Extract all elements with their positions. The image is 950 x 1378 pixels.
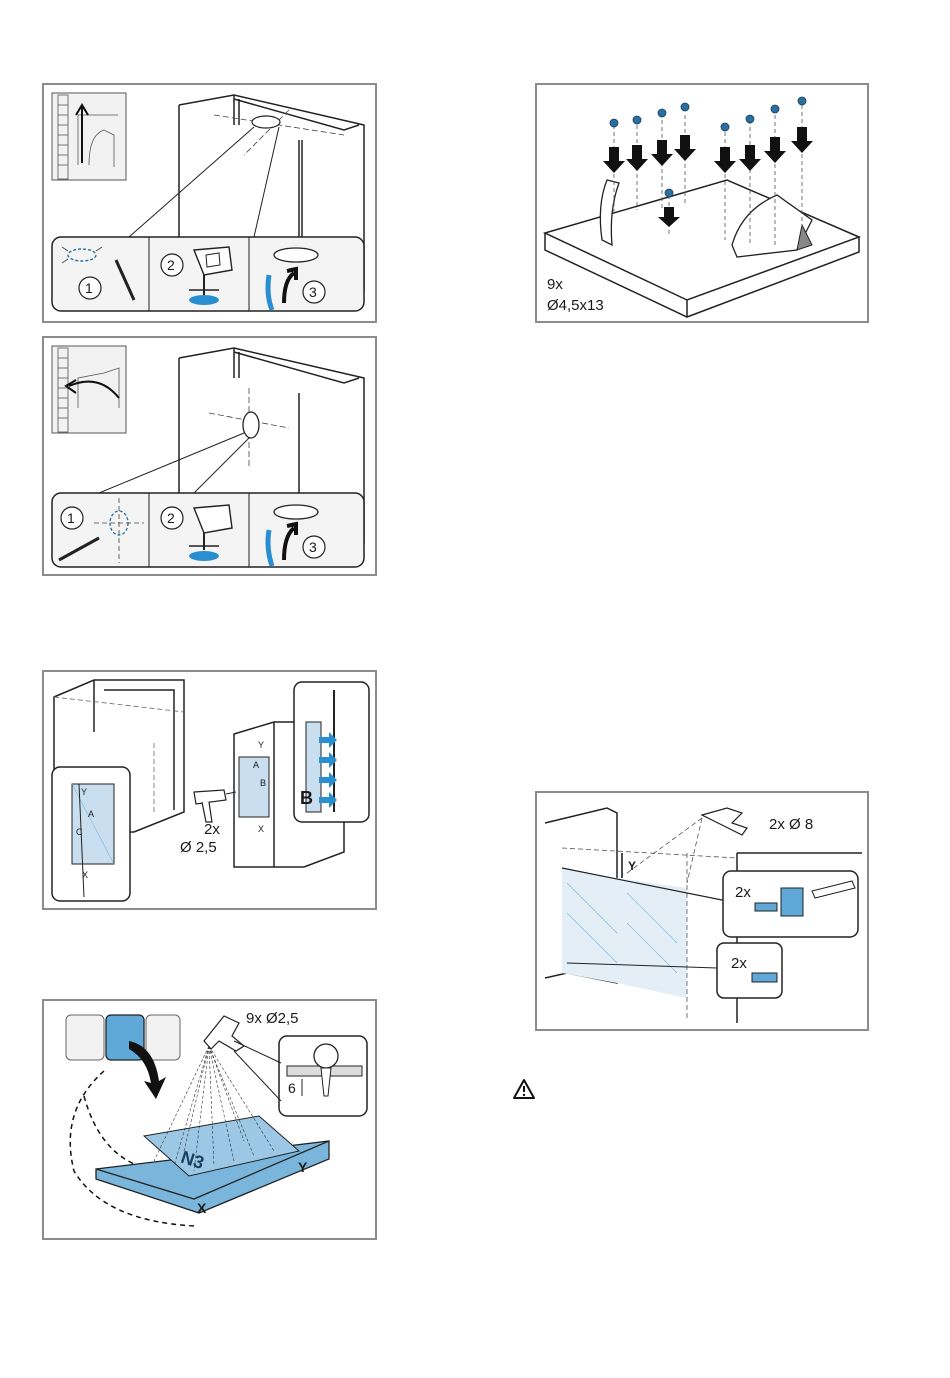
template-letter-b-large: B bbox=[300, 789, 313, 807]
wall-y-label: Y bbox=[628, 860, 636, 872]
step-number-3: 3 bbox=[309, 540, 317, 554]
template-letter-y-left: Y bbox=[81, 788, 87, 797]
template-letter-x-right: X bbox=[258, 825, 264, 834]
board-x-label: X bbox=[197, 1201, 206, 1215]
step-number-2: 2 bbox=[167, 511, 175, 525]
hood-side-cutout-illustration bbox=[44, 338, 375, 574]
step-number-1: 1 bbox=[85, 281, 93, 295]
template-letter-b-right: B bbox=[260, 779, 266, 788]
board-y-label: Y bbox=[298, 1160, 307, 1174]
panel-hood-top-cutout: 1 2 3 bbox=[42, 83, 377, 323]
board-drill-depth: 6 bbox=[288, 1081, 296, 1095]
template-letter-c: C bbox=[76, 828, 83, 837]
callout2-quantity: 2x bbox=[731, 956, 747, 971]
callout1-quantity: 2x bbox=[735, 885, 751, 900]
screws-board-illustration bbox=[537, 85, 867, 321]
step-number-3: 3 bbox=[309, 285, 317, 299]
panel-screws-board: 9x Ø4,5x13 bbox=[535, 83, 869, 323]
panel-wall-mount: 2x Ø 8 Y 2x 2x bbox=[535, 791, 869, 1031]
template-drill-illustration bbox=[44, 672, 375, 908]
template-letter-y-right: Y bbox=[258, 741, 264, 750]
wall-mount-illustration bbox=[537, 793, 867, 1029]
step-number-1: 1 bbox=[67, 511, 75, 525]
hood-top-cutout-illustration bbox=[44, 85, 375, 321]
warning-triangle-icon bbox=[512, 1078, 536, 1100]
template-letter-x-left: X bbox=[82, 871, 88, 880]
drill-quantity-label: 2x bbox=[204, 822, 220, 837]
panel-hood-side-cutout: 1 2 3 bbox=[42, 336, 377, 576]
template-letter-a-left: A bbox=[88, 810, 94, 819]
drill-diameter-label: Ø 2,5 bbox=[180, 840, 217, 855]
board-drill-label: 9x Ø2,5 bbox=[246, 1011, 299, 1026]
screw-size-label: Ø4,5x13 bbox=[547, 298, 604, 313]
wall-drill-label: 2x Ø 8 bbox=[769, 817, 813, 832]
panel-template-drill: Y A C X Y A B X B 2x Ø 2,5 bbox=[42, 670, 377, 910]
panel-board-drill: 9x Ø2,5 6 N3 X Y bbox=[42, 999, 377, 1240]
screw-quantity-label: 9x bbox=[547, 277, 563, 292]
template-letter-a-right: A bbox=[253, 761, 259, 770]
board-drill-illustration bbox=[44, 1001, 375, 1238]
step-number-2: 2 bbox=[167, 258, 175, 272]
